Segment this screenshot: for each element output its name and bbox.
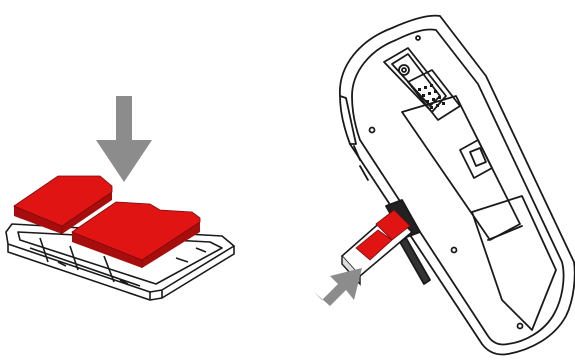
down-arrow-icon: [96, 96, 152, 182]
phone-body: [340, 16, 575, 355]
step-1-tray-illustration: [6, 96, 234, 300]
diagonal-arrow-icon: [314, 268, 362, 306]
step-2-phone-illustration: [314, 16, 575, 355]
